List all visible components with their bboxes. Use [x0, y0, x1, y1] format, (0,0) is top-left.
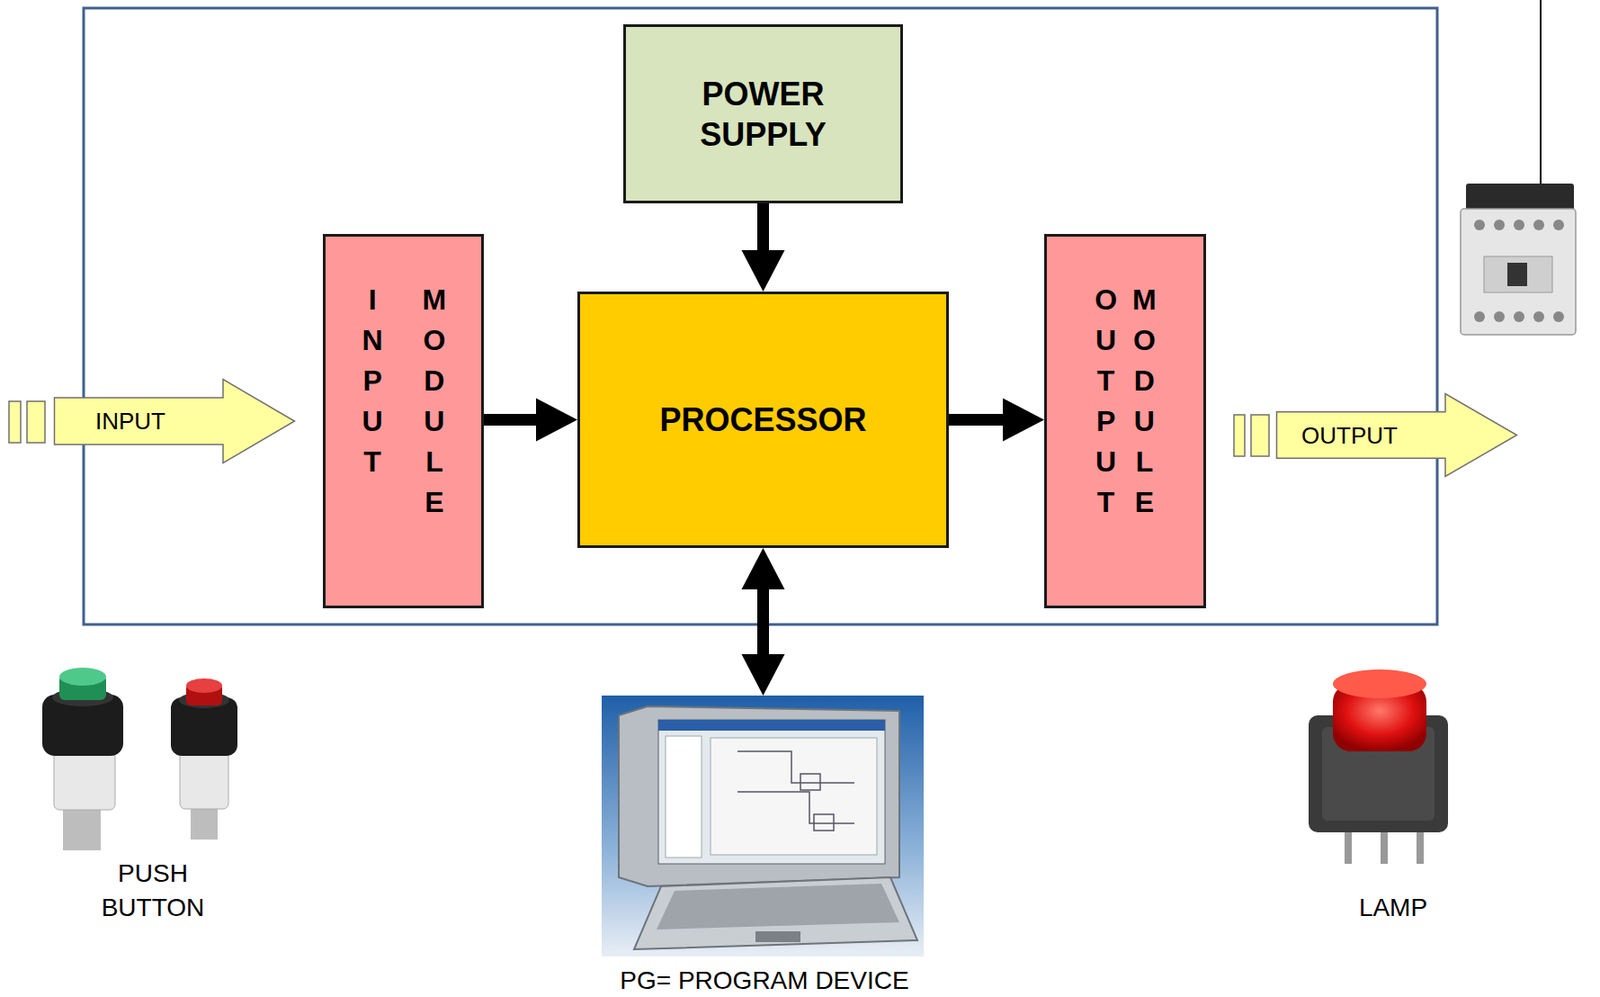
vertical-label: OUTPUT: [1092, 279, 1119, 523]
arrow-label: INPUT: [95, 407, 166, 435]
power-supply-box: POWER SUPPLY: [623, 24, 903, 204]
box-label: PROCESSOR: [659, 399, 867, 440]
device-caption: PUSH BUTTON: [85, 856, 221, 925]
plc-frame: [83, 8, 1438, 625]
program-device: PG= PROGRAM DEVICE: [575, 695, 954, 995]
input-module-box: INPUT MODULE: [322, 233, 484, 608]
input-arrow: INPUT: [53, 377, 296, 465]
flow-arrow: [741, 202, 786, 292]
vertical-label: INPUT: [359, 279, 386, 483]
box-label: POWER SUPPLY: [660, 73, 868, 155]
flow-arrow: [741, 547, 786, 696]
flow-arrow: [947, 398, 1045, 442]
block-arrow-shape: [53, 377, 296, 465]
output-module-box: OUTPUT MODULE: [1044, 233, 1207, 608]
push-button-picture: [42, 667, 238, 850]
contactor-picture: [1460, 0, 1576, 335]
vertical-label: MODULE: [421, 279, 448, 523]
device-label: PG= PROGRAM DEVICE: [619, 965, 909, 995]
device-caption: LAMP: [1339, 890, 1448, 925]
vertical-label: MODULE: [1131, 279, 1158, 523]
laptop-picture: [601, 695, 924, 957]
lamp-picture: [1308, 669, 1449, 864]
processor-box: PROCESSOR: [577, 291, 949, 548]
flow-arrow: [482, 398, 578, 442]
arrow-label: OUTPUT: [1301, 421, 1398, 449]
output-arrow: OUTPUT: [1275, 392, 1519, 478]
